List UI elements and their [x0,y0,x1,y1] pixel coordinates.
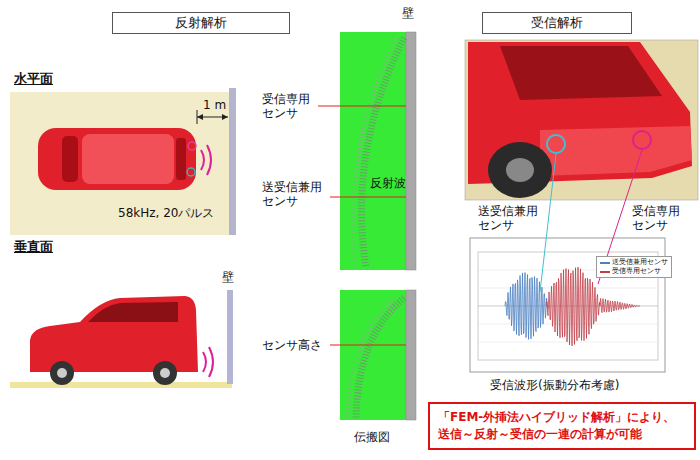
section-heading: 水平面 [14,72,53,86]
car-side [30,296,198,372]
wall-label: 壁 [402,6,414,20]
section-header-box: 受信解析 [482,12,632,34]
legend-row: 送受信兼用センサ [600,258,668,267]
part-name: 送受信兼用 センサ [262,180,322,208]
bumper [540,126,692,176]
chart-legend: 送受信兼用センサ受信専用センサ [596,256,672,278]
wave-arc [203,347,213,377]
hub [57,368,67,378]
section-heading: 垂直面 [14,240,53,254]
part-name: 送受信兼用 センサ [478,204,538,232]
part-name: 反射波 [370,176,406,190]
propagation-panel [340,32,406,270]
ground-panel [465,40,698,200]
sensor-mark [633,131,651,149]
part-name: 受信専用 センサ [632,204,680,232]
rear-window [176,138,186,180]
note-box: 「FEM-外挿法ハイブリッド解析」により、 送信～反射～受信の一連の計算が可能 [428,402,696,450]
section-title: 受信解析 [531,14,583,32]
sensor-mark [547,135,565,153]
ground-panel [10,92,232,235]
wall [406,32,416,270]
leader-line [330,197,406,198]
note-text: 「FEM-外挿法ハイブリッド解析」により、 送信～反射～受信の一連の計算が可能 [438,409,686,443]
signal-spec: 58kHz, 20パルス [118,206,214,220]
car-top [38,128,196,190]
hub [160,368,170,378]
car-window [88,302,178,322]
waveform [546,267,640,346]
figure-caption: 受信波形(振動分布考慮) [490,378,619,392]
arrow-head [197,114,203,120]
propagation-panel [340,290,406,420]
wave-arc [201,145,211,175]
rear-window [500,46,662,100]
windshield [62,136,78,182]
car-roof [82,134,174,184]
legend-row: 受信専用センサ [600,267,668,276]
wheel [153,361,177,385]
sensor-mark [187,168,195,176]
part-name: 受信専用 センサ [262,92,310,120]
wall [229,88,236,235]
wavefront [348,298,396,418]
sensor-mark [188,142,196,150]
hub [506,158,534,182]
section-header-box: 反射解析 [112,12,290,34]
leader-line [330,345,406,346]
arrow-head [222,114,228,120]
figure-caption: 伝搬図 [354,430,390,444]
ground [10,382,232,388]
legend-text: 送受信兼用センサ [612,258,668,267]
legend-text: 受信専用センサ [612,267,661,276]
wheel [488,142,552,198]
section-title: 反射解析 [175,14,227,32]
wall [406,290,416,420]
wheel [50,361,74,385]
leader-line [318,106,406,107]
part-name: センサ高さ [262,338,322,352]
leader-line [540,154,556,292]
wall-label: 壁 [222,270,234,284]
wavefront [353,38,396,268]
legend-sample [600,271,610,273]
wall [227,290,233,384]
legend-sample [600,262,610,264]
dimension: 1 m [203,98,226,112]
